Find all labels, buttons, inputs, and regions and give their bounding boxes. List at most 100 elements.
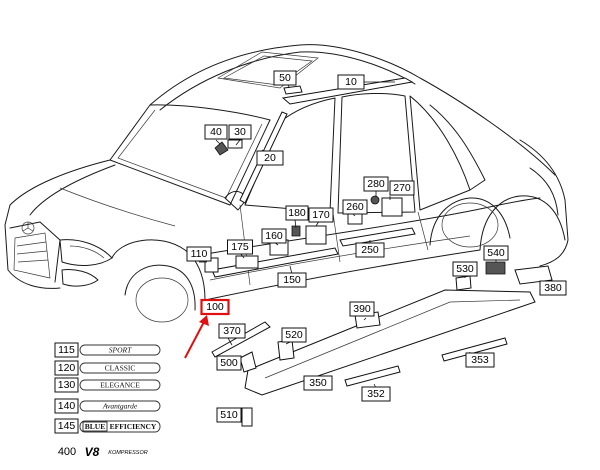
- callout-number: 280: [367, 178, 385, 190]
- callout-frame: [256, 150, 284, 166]
- callout-150[interactable]: 150: [277, 272, 307, 288]
- callout-350[interactable]: 350: [303, 375, 333, 391]
- callout-frame: [363, 176, 389, 192]
- callout-frame: [285, 205, 309, 221]
- callout-frame: [228, 124, 252, 140]
- callout-280[interactable]: 280: [363, 176, 389, 192]
- badge-number[interactable]: 145: [58, 420, 76, 432]
- callout-100[interactable]: 100: [200, 298, 230, 316]
- badge-text: KOMPRESSOR: [108, 450, 147, 456]
- callout-260[interactable]: 260: [342, 199, 368, 215]
- badge-number[interactable]: 130: [58, 379, 76, 391]
- callout-number: 510: [220, 409, 238, 421]
- callout-50[interactable]: 50: [273, 70, 297, 86]
- callout-10[interactable]: 10: [337, 74, 365, 90]
- callout-number: 390: [353, 303, 371, 315]
- callout-30[interactable]: 30: [228, 124, 252, 140]
- badge-number-frame: [54, 377, 79, 393]
- callout-510[interactable]: 510: [216, 407, 242, 423]
- badge-text: BLUE: [85, 422, 105, 431]
- badge-number[interactable]: 120: [58, 362, 76, 374]
- highlight-arrow-shaft: [184, 319, 206, 359]
- badge-emblem-sport: [79, 344, 161, 356]
- callout-number: 150: [283, 274, 301, 286]
- callout-number: 40: [210, 126, 222, 138]
- highlight-arrow-head: [199, 315, 209, 326]
- callout-frame: [216, 407, 242, 423]
- callout-number: 380: [544, 282, 562, 294]
- callout-number: 160: [265, 230, 283, 242]
- parts: [204, 77, 553, 427]
- badge-emblem-avantgarde: [79, 400, 161, 412]
- callout-353[interactable]: 353: [465, 352, 495, 368]
- badge-emblem-classic: [79, 362, 161, 374]
- callout-frame: [308, 207, 334, 223]
- callout-20[interactable]: 20: [256, 150, 284, 166]
- callout-frame: [261, 228, 287, 244]
- callout-frame: [273, 70, 297, 86]
- callout-number: 520: [285, 329, 303, 341]
- callout-number: 353: [471, 354, 489, 366]
- callout-number: 500: [220, 357, 238, 369]
- callout-352[interactable]: 352: [361, 386, 391, 402]
- callout-170[interactable]: 170: [308, 207, 334, 223]
- callout-number: 260: [346, 201, 364, 213]
- callout-number: 110: [191, 248, 208, 260]
- callout-number: 350: [309, 377, 327, 389]
- badge-number[interactable]: 115: [58, 344, 75, 356]
- callout-number: 170: [312, 209, 330, 221]
- callout-380[interactable]: 380: [539, 280, 567, 296]
- callout-number: 180: [288, 207, 306, 219]
- callout-250[interactable]: 250: [355, 242, 385, 258]
- callout-frame: [216, 355, 242, 371]
- callout-370[interactable]: 370: [218, 323, 246, 339]
- callout-number: 175: [231, 241, 249, 253]
- callout-number: 250: [361, 244, 379, 256]
- callout-175[interactable]: 175: [227, 239, 253, 255]
- callout-110[interactable]: 110: [186, 246, 212, 262]
- badge-number-frame: [54, 342, 79, 358]
- callout-frame: [465, 352, 495, 368]
- callout-540[interactable]: 540: [483, 245, 509, 261]
- badge-emblem-elegance: [79, 379, 161, 391]
- callout-160[interactable]: 160: [261, 228, 287, 244]
- callout-frame: [355, 242, 385, 258]
- callout-frame: [452, 261, 478, 277]
- callout-number: 30: [234, 126, 246, 138]
- callout-180[interactable]: 180: [285, 205, 309, 221]
- badge-number[interactable]: 400: [58, 446, 76, 458]
- callout-number: 530: [456, 263, 474, 275]
- badge-text: Avantgarde: [102, 402, 138, 411]
- callout-frame: [389, 180, 415, 196]
- callout-frame: [186, 246, 212, 262]
- callout-frame: [361, 386, 391, 402]
- callout-frame: [200, 298, 230, 316]
- callout-number: 20: [264, 152, 276, 164]
- callout-layer: 10 20 30 40 50 100 110 150 160 170 175 180 250 260 270…: [186, 70, 567, 423]
- badge-blue-frame: [82, 421, 108, 432]
- callout-frame: [204, 124, 228, 140]
- callout-number: 370: [223, 325, 241, 337]
- badge-number[interactable]: 140: [58, 400, 76, 412]
- badge-number-frame: [54, 360, 79, 376]
- callout-390[interactable]: 390: [349, 301, 375, 317]
- callout-number: 540: [487, 247, 505, 259]
- callout-frame: [281, 327, 307, 343]
- callout-frame: [303, 375, 333, 391]
- badge-text: ELEGANCE: [100, 381, 140, 390]
- callout-frame: [349, 301, 375, 317]
- badge-list: 115 SPORT 120 CLASSIC 130 ELEGANCE 140 A…: [54, 342, 161, 459]
- callout-530[interactable]: 530: [452, 261, 478, 277]
- callout-40[interactable]: 40: [204, 124, 228, 140]
- badge-text: V8: [85, 445, 100, 459]
- badge-text: EFFICIENCY: [110, 422, 157, 431]
- callout-500[interactable]: 500: [216, 355, 242, 371]
- callout-number: 50: [279, 72, 291, 84]
- callout-270[interactable]: 270: [389, 180, 415, 196]
- callout-520[interactable]: 520: [281, 327, 307, 343]
- badge-number-frame: [54, 418, 79, 434]
- callout-number: 352: [367, 388, 385, 400]
- callout-frame: [277, 272, 307, 288]
- callout-number: 10: [345, 76, 357, 88]
